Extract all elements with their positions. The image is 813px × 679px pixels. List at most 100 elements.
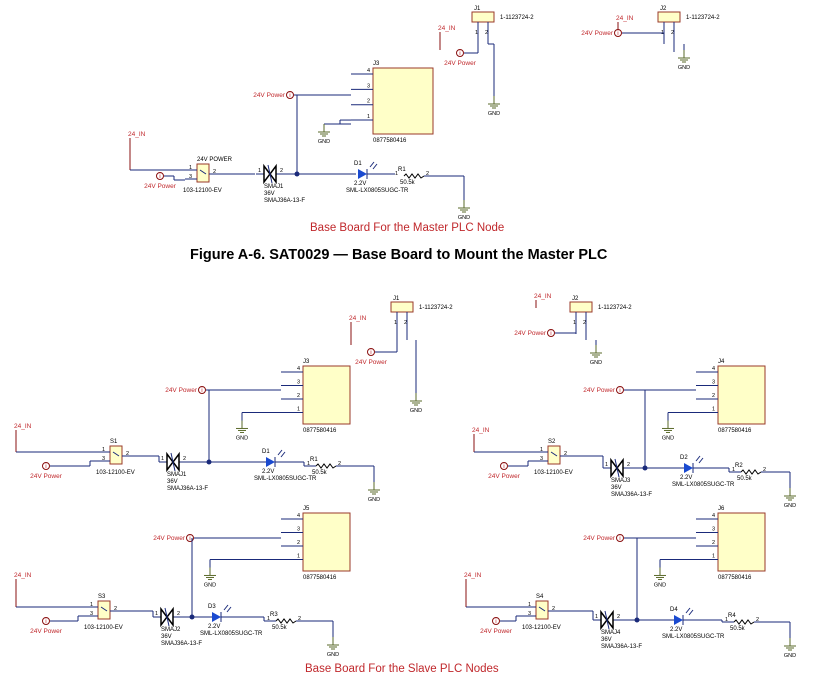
junction-dot (189, 614, 195, 620)
power-port-icon (198, 386, 206, 394)
switch-body (535, 600, 549, 620)
pin-num: 2 (712, 393, 715, 399)
pin-num: 3 (189, 174, 192, 180)
pin-num: 2 (756, 617, 759, 623)
ground-label: GND (368, 497, 380, 503)
pin-num: 1 (367, 114, 370, 120)
power-net-label: 24V Power (165, 387, 198, 394)
switch-body (196, 163, 210, 183)
connector-part: 0877580416 (303, 575, 337, 581)
led-emission (280, 451, 286, 458)
tvs-diode-icon (166, 451, 174, 473)
switch-part: 103-12100-EV (96, 470, 135, 476)
ground-label: GND (327, 652, 339, 658)
tvs-ref: SMAJ4 (601, 630, 621, 636)
header-ref: J1 (474, 6, 481, 12)
power-port-icon (547, 329, 555, 337)
switch-body (109, 445, 123, 465)
tvs-value: 36V (167, 479, 178, 485)
tvs-ref: SMAJ3 (611, 478, 631, 484)
power-port-glyph: i (550, 330, 551, 337)
power-port-glyph: i (495, 618, 496, 625)
pin-num: 3 (367, 83, 370, 89)
pin-num: 2 (297, 393, 300, 399)
tvs-ref: SMAJ1 (167, 472, 187, 478)
power-port-glyph: i (617, 30, 618, 37)
led-emission (369, 161, 375, 168)
switch-contact (100, 606, 108, 612)
pin-num: 2 (126, 451, 129, 457)
pin-num: 2 (114, 606, 117, 612)
led-emission (226, 606, 232, 613)
connector-ref: J5 (303, 506, 310, 512)
power-port-icon (492, 617, 500, 625)
junction-dot (634, 617, 640, 623)
led-value: 2.2V (262, 469, 274, 475)
led-emission (695, 455, 701, 462)
power-net-label: 24V Power (444, 60, 477, 67)
slave-caption: Base Board For the Slave PLC Nodes (305, 663, 499, 675)
switch-ref: S3 (98, 594, 106, 600)
tvs-diode-icon (263, 163, 271, 185)
led-icon (266, 457, 275, 467)
switch-part: 103-12100-EV (183, 188, 222, 194)
power-net-label: 24V Power (30, 628, 63, 635)
pin-num: 1 (595, 614, 598, 620)
tvs-bar (604, 610, 610, 630)
tvs-diode-icon (269, 163, 277, 185)
net-in-label: 24_IN (14, 572, 32, 579)
power-net-label: 24V Power (581, 30, 614, 37)
pin-num: 3 (297, 526, 300, 532)
ground-label: GND (318, 139, 330, 145)
header-body (390, 301, 414, 313)
tvs-ref: SMAJ2 (161, 627, 181, 633)
pin-num: 3 (102, 456, 105, 462)
tvs-part: SMAJ36A-13-F (264, 198, 305, 204)
power-port-icon (456, 49, 464, 57)
ground-label: GND (784, 503, 796, 509)
resistor-value: 50.5k (737, 476, 753, 482)
ground-label: GND (784, 653, 796, 659)
ground-label: GND (654, 582, 666, 588)
pin-num: 1 (712, 553, 715, 559)
tvs-diode-icon (616, 457, 624, 479)
pin-num: 1 (161, 456, 164, 462)
power-port-glyph: i (370, 349, 371, 356)
pin-num: 3 (528, 611, 531, 617)
net-in-label: 24_IN (534, 293, 552, 300)
resistor-value: 50.5k (272, 625, 288, 631)
pin-num: 2 (183, 456, 186, 462)
net-in-label: 24_IN (128, 131, 146, 138)
master-caption: Base Board For the Master PLC Node (310, 222, 504, 234)
header-part: 1-1123724-2 (686, 15, 720, 21)
junction-dot (294, 171, 300, 177)
resistor-ref: R2 (735, 463, 743, 469)
tvs-part: SMAJ36A-13-F (167, 486, 208, 492)
connector-ref: J6 (718, 506, 725, 512)
pin-num: 1 (267, 616, 270, 622)
pin-num: 1 (155, 611, 158, 617)
connector-part: 0877580416 (718, 428, 752, 434)
power-net-label: 24V Power (480, 628, 513, 635)
pin-num: 2 (617, 614, 620, 620)
pin-num: 4 (297, 513, 300, 519)
junction-dot (206, 459, 212, 465)
power-port-glyph: i (189, 535, 190, 542)
led-ref: D3 (208, 604, 216, 610)
switch-ref: 24V POWER (197, 157, 233, 163)
pin-num: 1 (258, 168, 261, 174)
pin-num: 1 (394, 320, 397, 326)
pin-num: 2 (485, 30, 488, 36)
connector-body (717, 365, 766, 425)
connector-part: 0877580416 (718, 575, 752, 581)
pin-num: 4 (712, 366, 715, 372)
header-ref: J2 (572, 296, 579, 302)
power-port-glyph: i (45, 618, 46, 625)
led-value: 2.2V (208, 624, 220, 630)
power-net-label: 24V Power (355, 359, 388, 366)
resistor-value: 50.5k (400, 180, 416, 186)
power-port-glyph: i (45, 463, 46, 470)
ground-label: GND (204, 582, 216, 588)
net-in-label: 24_IN (472, 427, 490, 434)
